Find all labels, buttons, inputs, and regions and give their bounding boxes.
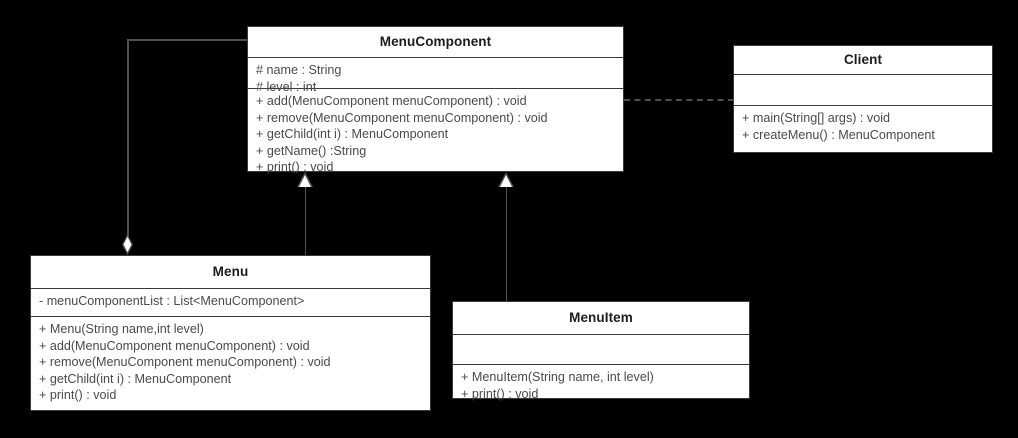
- method-row: + MenuItem(String name, int level): [461, 370, 654, 384]
- method-row: + print() : void: [39, 388, 117, 402]
- aggregation-segment-horizontal: [127, 39, 248, 41]
- class-title-menuitem: MenuItem: [569, 310, 633, 325]
- method-row: + remove(MenuComponent menuComponent) : …: [39, 355, 331, 369]
- method-row: + add(MenuComponent menuComponent) : voi…: [39, 338, 310, 353]
- method-row: + getChild(int i) : MenuComponent: [256, 127, 449, 141]
- method-row: + add(MenuComponent menuComponent) : voi…: [256, 94, 527, 108]
- attribute-row: # name : String: [256, 63, 342, 77]
- class-methods-client: + main(String[] args) : void + createMen…: [734, 105, 992, 148]
- class-methods-menucomponent: + add(MenuComponent menuComponent) : voi…: [248, 88, 623, 181]
- class-methods-menuitem: + MenuItem(String name, int level) + pri…: [453, 364, 749, 407]
- class-attributes-menucomponent: # name : String # level : int: [248, 57, 623, 94]
- class-title-menucomponent: MenuComponent: [379, 34, 492, 49]
- aggregation-segment-vertical: [127, 39, 129, 239]
- class-attributes-client: [734, 74, 992, 105]
- method-row: + getChild(int i) : MenuComponent: [39, 371, 232, 386]
- attribute-row: - menuComponentList : List<MenuComponent…: [39, 294, 305, 308]
- method-row: + remove(MenuComponent menuComponent) : …: [256, 110, 548, 125]
- method-row: + print() : void: [461, 386, 539, 401]
- class-box-menu[interactable]: Menu - menuComponentList : List<MenuComp…: [30, 255, 431, 411]
- class-attributes-menu: - menuComponentList : List<MenuComponent…: [31, 288, 430, 316]
- class-title-menu: Menu: [212, 264, 249, 279]
- attribute-row: # level : int: [256, 79, 317, 94]
- class-title-client: Client: [843, 52, 883, 67]
- aggregation-diamond-marker: [122, 234, 133, 255]
- class-box-client[interactable]: Client + main(String[] args) : void + cr…: [733, 45, 993, 153]
- class-methods-menu: + Menu(String name,int level) + add(Menu…: [31, 316, 430, 409]
- method-row: + getName() :String: [256, 143, 367, 158]
- generalization-menu-line: [304, 176, 306, 256]
- class-box-menucomponent[interactable]: MenuComponent # name : String # level : …: [247, 26, 624, 174]
- method-row: + Menu(String name,int level): [39, 322, 204, 336]
- class-attributes-menuitem: [453, 334, 749, 364]
- method-row: + print() : void: [256, 160, 334, 174]
- dependency-dashed-line: [624, 99, 734, 101]
- generalization-menuitem-line: [505, 176, 507, 302]
- class-box-menuitem[interactable]: MenuItem + MenuItem(String name, int lev…: [452, 301, 750, 401]
- method-row: + main(String[] args) : void: [742, 111, 891, 125]
- method-row: + createMenu() : MenuComponent: [742, 127, 935, 142]
